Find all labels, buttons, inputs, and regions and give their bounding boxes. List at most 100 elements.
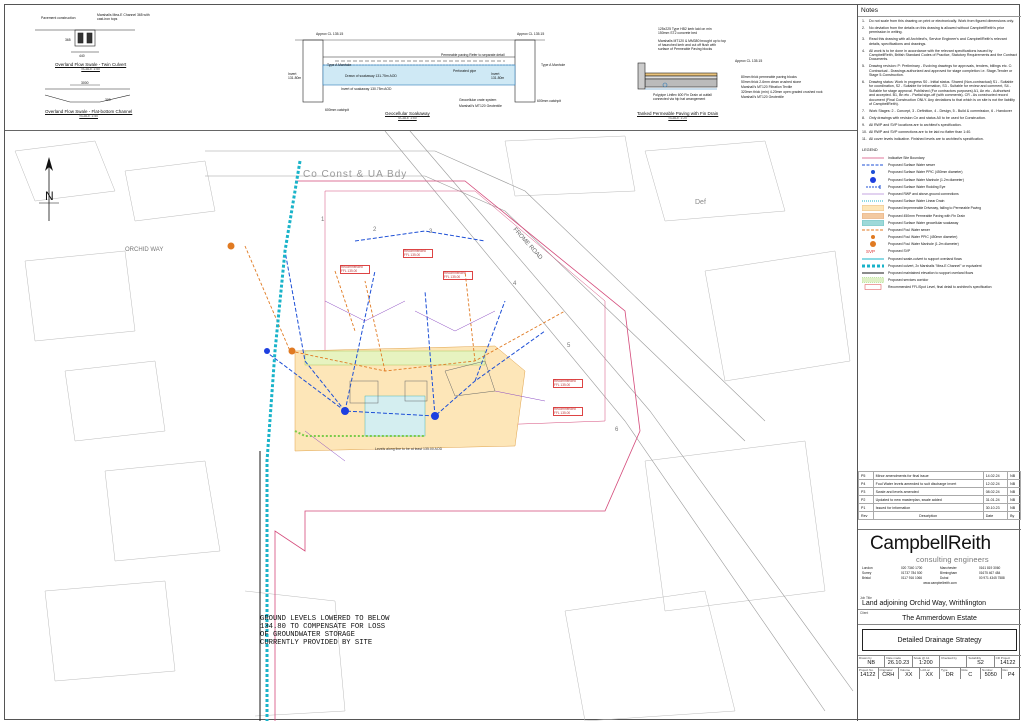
geo-invert-soak: Invert of soakaway 130.75m AOD	[341, 87, 392, 91]
tanked-drain: Polypipe Linflex 600 Fin Drain at outfal…	[653, 93, 712, 101]
title-cell-value: DR	[945, 672, 954, 678]
geo-catchpit-left: 600mm catchpit	[325, 108, 349, 112]
title-cell-label: Originator	[879, 668, 893, 672]
ffl-tag: Recommended FFL 135.00	[403, 249, 433, 259]
legend-swatch-icon	[862, 284, 884, 291]
office-tel: 020 7340 1700	[901, 566, 923, 570]
plot-2: 2	[373, 227, 377, 233]
legend-item: Proposed services corridor	[858, 277, 1021, 284]
note-number: 11.	[862, 136, 867, 141]
title-cell-label: Suitability	[968, 656, 982, 660]
notes-title: Notes	[858, 5, 1021, 17]
legend-swatch-icon	[862, 263, 884, 269]
fw-network	[244, 245, 566, 372]
legend-item: Proposed Impermeable Driveway, falling t…	[858, 205, 1021, 212]
job-label: Job Title	[860, 596, 872, 600]
title-cell-value: NB	[867, 660, 875, 666]
legend-swatch-icon	[862, 227, 884, 233]
legend-swatch-icon	[862, 176, 884, 183]
legend-label: Proposed Foul Water PPIC (450mm diameter…	[888, 235, 958, 240]
revision-desc: Foul Water levels amended to suit discha…	[872, 479, 984, 488]
legend-label: Proposed Foul Water sewer	[888, 227, 930, 232]
title-cell-value: 14122	[860, 672, 876, 678]
groundwater-note: GROUND LEVELS LOWERED TO BELOW 134.80 TO…	[260, 615, 390, 647]
note-item: 11.All cover levels indicative. Finished…	[862, 137, 1017, 141]
note-text: Work Stages: 2 - Concept, 3 - Definition…	[869, 108, 1012, 113]
geo-manhole-right: Type A Manhole	[541, 63, 566, 67]
legend-label: Proposed RWP and above-ground connection…	[888, 191, 959, 196]
company-logo: CampbellReith	[870, 533, 991, 554]
note-number: 2.	[862, 25, 865, 30]
ffl-tag: Recommended FFL 135.00	[553, 407, 583, 417]
title-cell-value: 1:200	[918, 660, 933, 666]
note-text: All cover levels indicative. Finished le…	[869, 136, 984, 141]
note-text: All RWP and SVP connections are to be la…	[869, 129, 972, 134]
legend-swatch-icon	[862, 270, 884, 276]
note-item: 10.All RWP and SVP connections are to be…	[862, 130, 1017, 134]
tanked-layer-1: 80mm thick permeable paving blocks	[741, 75, 797, 79]
legend-label: Proposed SVP	[888, 249, 911, 254]
legend-item: Proposed swale-culvert to support overla…	[858, 255, 1021, 262]
note-number: 5.	[862, 64, 865, 69]
legend-label: Proposed Impermeable Driveway, falling t…	[888, 206, 982, 211]
note-text: All work is to be done in accordance wit…	[869, 48, 1017, 62]
title-cell-label: Number	[982, 668, 993, 672]
north-label: N	[45, 189, 54, 203]
legend-swatch-icon	[862, 256, 884, 262]
title-cell: Checked by	[940, 656, 968, 667]
title-cell-value: P4	[1007, 672, 1015, 678]
legend-label: Proposed 450mm Permeable Paving with Fin…	[888, 213, 966, 218]
legend-swatch-icon	[862, 205, 884, 212]
note-text: Only drawings with revision Cn and statu…	[869, 115, 987, 120]
legend-label: Proposed swale-culvert to support overla…	[888, 256, 962, 261]
note-item: 3.Read this drawing with all Architect's…	[862, 37, 1017, 46]
legend-swatch-icon	[862, 155, 884, 161]
revision-date: 30.10.23	[982, 503, 1009, 512]
sw-network	[264, 230, 546, 417]
roads	[205, 131, 854, 712]
tanked-layer-4: 320mm thick (min) 4-20mm open graded cru…	[741, 90, 823, 94]
note-item: 7.Work Stages: 2 - Concept, 3 - Definiti…	[862, 109, 1017, 113]
title-cell: Project No.14122	[858, 668, 879, 679]
legend-item: Proposed 450mm Permeable Paving with Fin…	[858, 212, 1021, 219]
sw-manhole	[264, 348, 270, 354]
geo-cl-left: Approx CL 135.15	[316, 32, 344, 36]
legend-item: Proposed maintained elevation to support…	[858, 269, 1021, 276]
company-tagline: consulting engineers	[916, 555, 989, 564]
revision-desc: Updated to new masterplan, swale added	[872, 495, 984, 504]
ffl-tag: Recommended FFL 135.00	[443, 271, 473, 281]
note-item: 4.All work is to be done in accordance w…	[862, 49, 1017, 62]
legend-label: Proposed Surface Water PPIC (450mm diame…	[888, 170, 963, 175]
company-block: CampbellReith consulting engineers Londo…	[858, 529, 1021, 596]
tanked-detail	[637, 62, 718, 90]
client-label: Client	[860, 611, 869, 615]
revision-date: 14.02.24	[982, 471, 1009, 480]
title-cell-label: Rev	[1002, 668, 1008, 672]
legend-item: Indicative Site Boundary	[858, 154, 1021, 161]
revision-by: NB	[1007, 495, 1021, 504]
office-city: London	[862, 566, 873, 570]
legend-item: Proposed Foul Water sewer	[858, 226, 1021, 233]
note-number: 3.	[862, 37, 865, 42]
legend-title: LEGEND	[862, 148, 878, 153]
note-number: 6.	[862, 79, 865, 84]
legend-swatch-icon	[862, 234, 884, 240]
legend-swatch-icon	[862, 191, 884, 197]
geo-manhole-left: Type A Manhole	[327, 63, 352, 67]
revision-header-date: Date	[982, 511, 1009, 520]
legend-label: Indicative Site Boundary	[888, 156, 925, 161]
revision-rev: P2	[858, 495, 874, 504]
title-cell-value: S2	[977, 660, 984, 666]
legend-item: Proposed Foul Water PPIC (450mm diameter…	[858, 234, 1021, 241]
